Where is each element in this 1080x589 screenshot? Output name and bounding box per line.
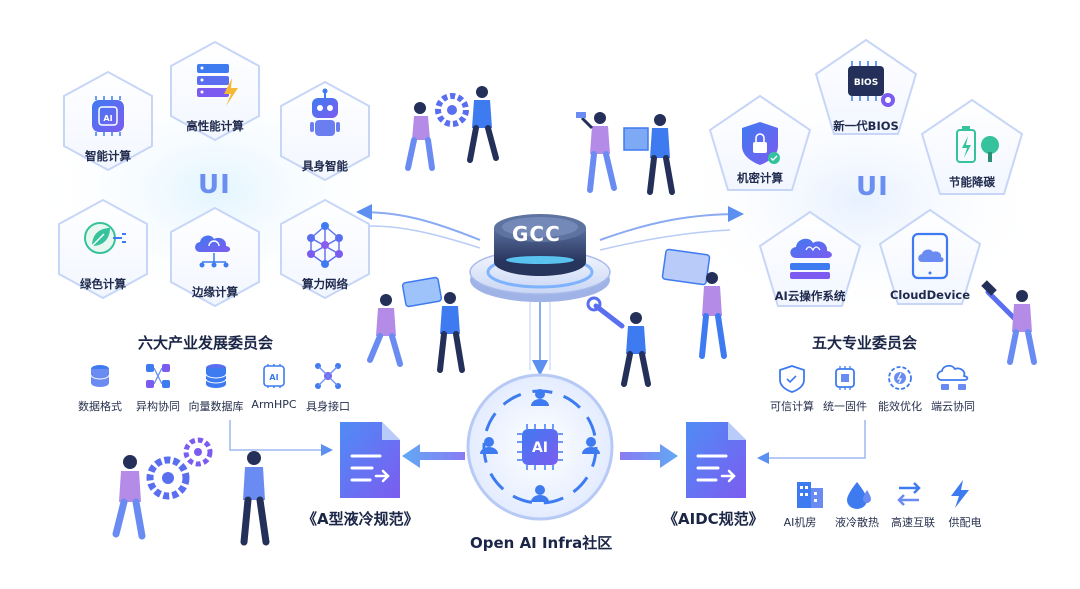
ai-chip-icon: AI: [92, 96, 124, 136]
community-ai-chip: AI: [517, 424, 563, 470]
feature-label-vector-db: 向量数据库: [188, 400, 244, 413]
left-cluster-title: 六大产业发展委员会: [138, 334, 274, 352]
feature-label-edge-cloud: 端云协同: [931, 400, 975, 413]
svg-text:AI: AI: [269, 373, 278, 382]
people-screen-team-illustration: [367, 276, 465, 373]
feature-label-embodied-interface: 具身接口: [306, 400, 350, 413]
building-icon: [797, 482, 823, 508]
pent-ai-cloud-os: [758, 210, 862, 307]
tablet-cloud-icon: [911, 232, 949, 280]
pent-label-cloud-device: CloudDevice: [889, 288, 971, 302]
network-icon: [307, 222, 343, 268]
svg-text:AI: AI: [532, 440, 548, 456]
database-icon: [90, 365, 110, 387]
people-wrench-worker-illustration: [586, 248, 727, 387]
server-bolt-icon: [197, 64, 238, 106]
feature-label-efficiency: 能效优化: [878, 400, 922, 413]
hex-edge: [170, 206, 260, 308]
feature-label-data-format: 数据格式: [78, 400, 122, 413]
hex-label-green: 绿色计算: [80, 277, 126, 291]
left-ui-tag: UI: [198, 170, 231, 200]
hex-label-network: 算力网络: [302, 277, 348, 291]
efficiency-icon: [888, 366, 912, 390]
doc-title-aidc: 《AIDC规范》: [663, 510, 764, 528]
infra-label-power: 供配电: [948, 516, 982, 529]
pent-label-bios: 新一代BIOS: [833, 119, 899, 133]
lightning-icon: [951, 480, 969, 508]
battery-tree-icon: [956, 126, 999, 163]
firmware-chip-icon: [835, 366, 855, 390]
feature-label-hetero: 异构协同: [136, 400, 180, 413]
bios-chip-icon: BIOS: [848, 61, 895, 107]
right-feature-icons: [779, 364, 969, 393]
people-gear-team-illustration: [405, 86, 499, 171]
pent-label-ai-cloud-os: AI云操作系统: [774, 289, 846, 303]
svg-text:AI: AI: [103, 114, 112, 123]
community-circle: AI: [466, 373, 614, 521]
infra-icons: [797, 480, 969, 509]
document-icon: [340, 422, 400, 498]
svg-text:BIOS: BIOS: [854, 78, 878, 88]
pent-energy: [920, 98, 1024, 195]
community-people-icons: [480, 389, 600, 502]
edge-cloud-icon: [936, 364, 969, 390]
gcc-hub-label: GCC: [512, 222, 561, 246]
trust-shield-icon: [779, 365, 805, 393]
hetero-nodes-icon: [146, 364, 170, 388]
hex-label-embodied: 具身智能: [302, 159, 348, 173]
infra-label-liquid-cooling: 液冷散热: [835, 516, 879, 529]
interface-icon: [315, 363, 341, 389]
exchange-arrows-icon: [897, 482, 921, 506]
infra-label-interconnect: 高速互联: [891, 516, 935, 529]
hex-label-hpc: 高性能计算: [186, 119, 244, 133]
community-title: Open AI Infra社区: [470, 534, 613, 552]
pent-label-energy: 节能降碳: [949, 175, 995, 189]
shield-lock-icon: [742, 122, 780, 165]
leaf-plug-icon: [84, 222, 126, 254]
feature-label-trusted: 可信计算: [770, 400, 814, 413]
people-hammer-worker-illustration: [981, 280, 1037, 365]
right-ui-tag: UI: [856, 172, 889, 202]
document-icon: [686, 422, 746, 498]
people-box-carriers-illustration: [576, 112, 675, 195]
feature-label-armhpc: ArmHPC: [251, 398, 297, 411]
feature-label-firmware: 统一固件: [823, 400, 867, 413]
pent-label-confidential: 机密计算: [737, 171, 783, 185]
gcc-hub: [469, 214, 611, 302]
arm-chip-icon: AI: [263, 364, 285, 388]
doc-title-liquid-cooling: 《A型液冷规范》: [302, 510, 419, 528]
left-feature-icons: AI: [90, 363, 341, 389]
right-cluster-title: 五大专业委员会: [812, 334, 918, 352]
hex-label-edge: 边缘计算: [192, 285, 238, 299]
robot-icon: [310, 88, 340, 136]
hex-label-ai-compute: 智能计算: [85, 149, 131, 163]
cloud-brain-icon: [790, 238, 832, 279]
vector-db-icon: [205, 364, 227, 388]
people-bottom-gears-illustration: [112, 437, 270, 546]
cloud-network-icon: [195, 235, 231, 268]
liquid-drop-icon: [847, 482, 871, 509]
infra-label-ai-room: AI机房: [783, 516, 817, 529]
